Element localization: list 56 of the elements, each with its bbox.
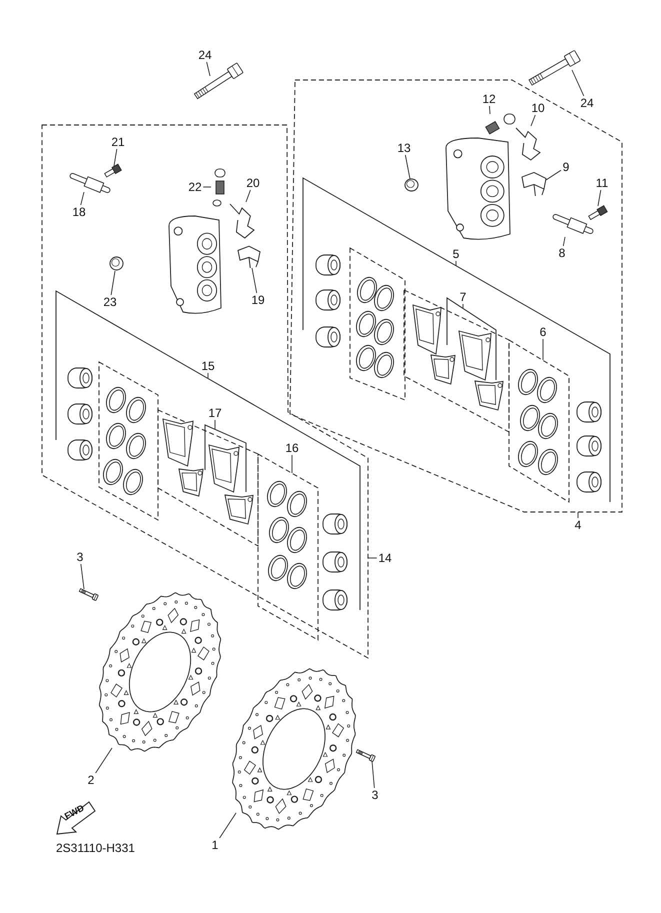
- leader-line: [572, 70, 584, 96]
- callout-number: 14: [373, 551, 397, 565]
- callout-number: 24: [575, 96, 599, 110]
- callout-number: 9: [554, 160, 578, 174]
- assembly-outline: [42, 125, 368, 658]
- leader-line: [80, 564, 84, 590]
- callout-number: 2: [79, 773, 103, 787]
- leader-line: [246, 190, 251, 202]
- callout-number: 20: [241, 176, 265, 190]
- leader-line: [110, 270, 116, 296]
- leader-line: [462, 304, 464, 308]
- leader-line: [252, 268, 258, 294]
- leader-line: [372, 760, 375, 788]
- callout-number: 6: [531, 325, 555, 339]
- callout-number: 21: [106, 135, 130, 149]
- callout-number: 19: [246, 293, 270, 307]
- leader-line: [598, 190, 602, 206]
- bolt-drawing: [526, 50, 582, 88]
- callout-number: 7: [451, 290, 475, 304]
- callout-number: 3: [363, 788, 387, 802]
- callout-number: 22: [183, 180, 207, 194]
- callout-number: 5: [444, 247, 468, 261]
- diagram-code: 2S31110-H331: [56, 841, 135, 855]
- callout-number: 15: [196, 359, 220, 373]
- callout-number: 17: [203, 406, 227, 420]
- callout-number: 16: [280, 441, 304, 455]
- leader-line: [202, 186, 212, 188]
- leader-line: [214, 420, 216, 430]
- callout-number: 4: [566, 518, 590, 532]
- leader-line: [546, 170, 562, 180]
- leader-line: [530, 114, 536, 126]
- leader-line: [562, 236, 566, 246]
- bolt-drawing: [356, 748, 375, 762]
- leader-line: [542, 338, 544, 360]
- leader-line: [80, 192, 84, 206]
- callout-number: 12: [477, 92, 501, 106]
- callout-number: 24: [193, 48, 217, 62]
- bolt-drawing: [192, 62, 244, 102]
- callout-number: 10: [526, 101, 550, 115]
- leader-line: [206, 62, 210, 76]
- callout-number: 13: [392, 141, 416, 155]
- screw-drawing: [590, 204, 606, 222]
- leader-line: [404, 154, 410, 180]
- callout-number: 3: [68, 550, 92, 564]
- callout-number: 8: [550, 246, 574, 260]
- leader-line: [489, 106, 490, 114]
- direction-label: FWD: [62, 802, 86, 822]
- callout-number: 11: [590, 176, 614, 190]
- leader-line: [219, 812, 236, 838]
- leader-line: [95, 748, 112, 774]
- callout-number: 23: [98, 295, 122, 309]
- bolt-drawing: [79, 587, 98, 601]
- screw-drawing: [106, 163, 120, 179]
- callout-number: 18: [67, 205, 91, 219]
- callout-number: 1: [203, 838, 227, 852]
- leader-line: [114, 148, 118, 166]
